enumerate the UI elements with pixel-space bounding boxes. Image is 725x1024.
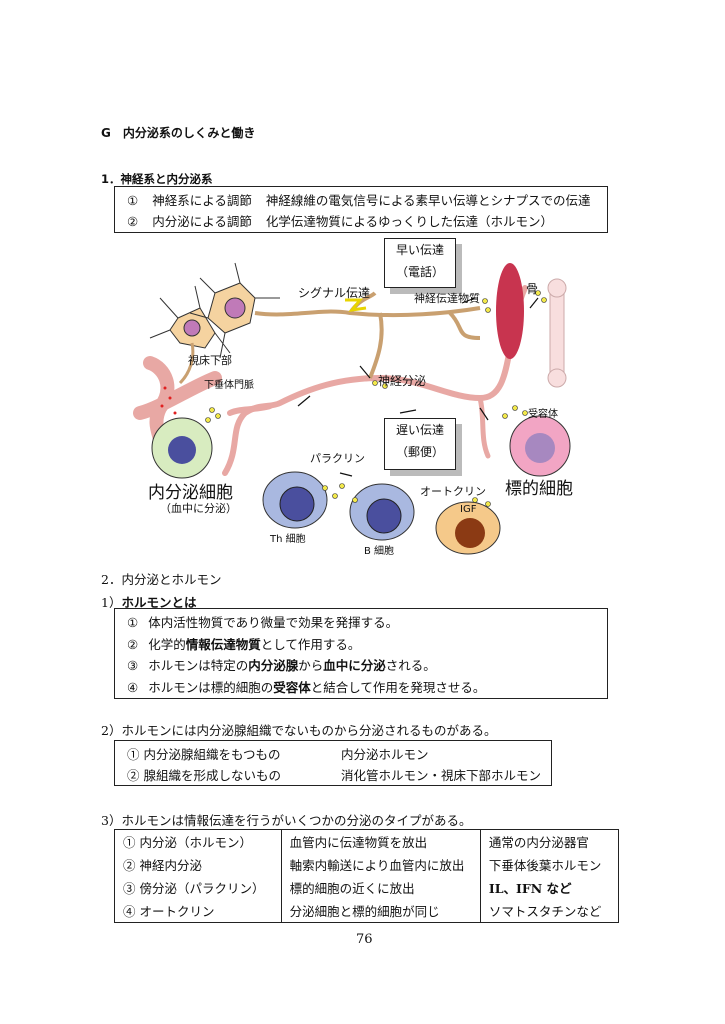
label-receptor: 受容体 <box>528 409 558 420</box>
cell-example: 通常の内分泌器官 <box>479 829 619 853</box>
part2-heading: 2．内分泌とホルモン <box>101 572 222 587</box>
tissue-row-1-right: 内分泌ホルモン <box>341 747 429 762</box>
table-row: ① 内分泌（ホルモン） 血管内に伝達物質を放出通常の内分泌器官 <box>115 829 619 853</box>
section-title: G 内分泌系のしくみと働き <box>101 126 256 140</box>
tissue-type-box: ① 内分泌腺組織をもつもの 内分泌ホルモン ② 腺組織を形成しないもの 消化管ホ… <box>114 740 552 786</box>
endocrine-diagram: 早い伝達 （電話） 遅い伝達 （郵便） シグナル伝達 神経伝達物質 骨 視床下部… <box>120 238 620 558</box>
secretion-types-table: ① 内分泌（ホルモン） 血管内に伝達物質を放出通常の内分泌器官 ② 神経内分泌 軸索内… <box>114 829 619 923</box>
page-number: 76 <box>356 932 373 947</box>
label-bone: 骨 <box>526 282 539 296</box>
table-row: ② 神経内分泌 軸索内輸送により血管内に放出下垂体後葉ホルモン <box>115 853 619 876</box>
part1-row-2: ② 内分泌による調節 化学伝達物質によるゆっくりした伝達（ホルモン） <box>127 214 553 229</box>
cell-type: ② 神経内分泌 <box>123 858 202 873</box>
cell-mechanism: 標的細胞の近くに放出 <box>280 876 481 899</box>
label-neurotransmitter: 神経伝達物質 <box>414 292 480 305</box>
cell-example: ソマトスタチンなど <box>479 899 619 923</box>
cell-type: ④ オートクリン <box>123 904 215 919</box>
nervous-vs-endocrine-box: ① 神経系による調節 神経線維の電気信号による素早い伝導とシナプスでの伝達 ② … <box>114 186 608 233</box>
label-paracrine: パラクリン <box>310 452 365 465</box>
label-endocrine-cell-note: （血中に分泌） <box>160 502 237 515</box>
label-portal-vein: 下垂体門脈 <box>204 380 254 391</box>
label-igf: IGF <box>460 504 477 515</box>
label-th-cell: Th 細胞 <box>270 534 306 545</box>
sub2-title: 2）ホルモンには内分泌腺組織でないものから分泌されるものがある。 <box>101 723 497 738</box>
tissue-row-2-left: ② 腺組織を形成しないもの <box>127 768 281 783</box>
tissue-row-2-right: 消化管ホルモン・視床下部ホルモン <box>341 768 542 783</box>
label-endocrine-cell: 内分泌細胞 <box>148 483 233 503</box>
cell-mechanism: 分泌細胞と標的細胞が同じ <box>280 899 481 923</box>
label-autocrine: オートクリン <box>420 485 486 498</box>
cell-mechanism: 血管内に伝達物質を放出 <box>280 829 481 853</box>
sub3-title: 3）ホルモンは情報伝達を行うがいくつかの分泌のタイプがある。 <box>101 813 472 828</box>
label-signal-transmission: シグナル伝達 <box>298 286 371 300</box>
sub1-title: 1）ホルモンとは <box>101 595 197 610</box>
cell-type: ③ 傍分泌（パラクリン） <box>123 881 265 896</box>
cell-type: ① 内分泌（ホルモン） <box>123 835 252 850</box>
label-b-cell: B 細胞 <box>364 546 395 557</box>
label-target-cell: 標的細胞 <box>505 479 573 499</box>
cell-example: IL、IFN など <box>479 876 619 899</box>
part1-heading: 1．神経系と内分泌系 <box>101 172 213 186</box>
cell-example: 下垂体後葉ホルモン <box>479 853 619 876</box>
fast-transmission-box: 早い伝達 （電話） <box>384 238 456 288</box>
table-row: ④ オートクリン 分泌細胞と標的細胞が同じソマトスタチンなど <box>115 899 619 923</box>
part1-row-1: ① 神経系による調節 神経線維の電気信号による素早い伝導とシナプスでの伝達 <box>127 193 591 208</box>
tissue-row-1-left: ① 内分泌腺組織をもつもの <box>127 747 281 762</box>
label-neurosecretion: 神経分泌 <box>378 374 427 388</box>
slow-transmission-box: 遅い伝達 （郵便） <box>384 418 456 470</box>
diagram-illustration <box>133 262 571 555</box>
label-hypothalamus: 視床下部 <box>188 354 232 367</box>
cell-mechanism: 軸索内輸送により血管内に放出 <box>280 853 481 876</box>
